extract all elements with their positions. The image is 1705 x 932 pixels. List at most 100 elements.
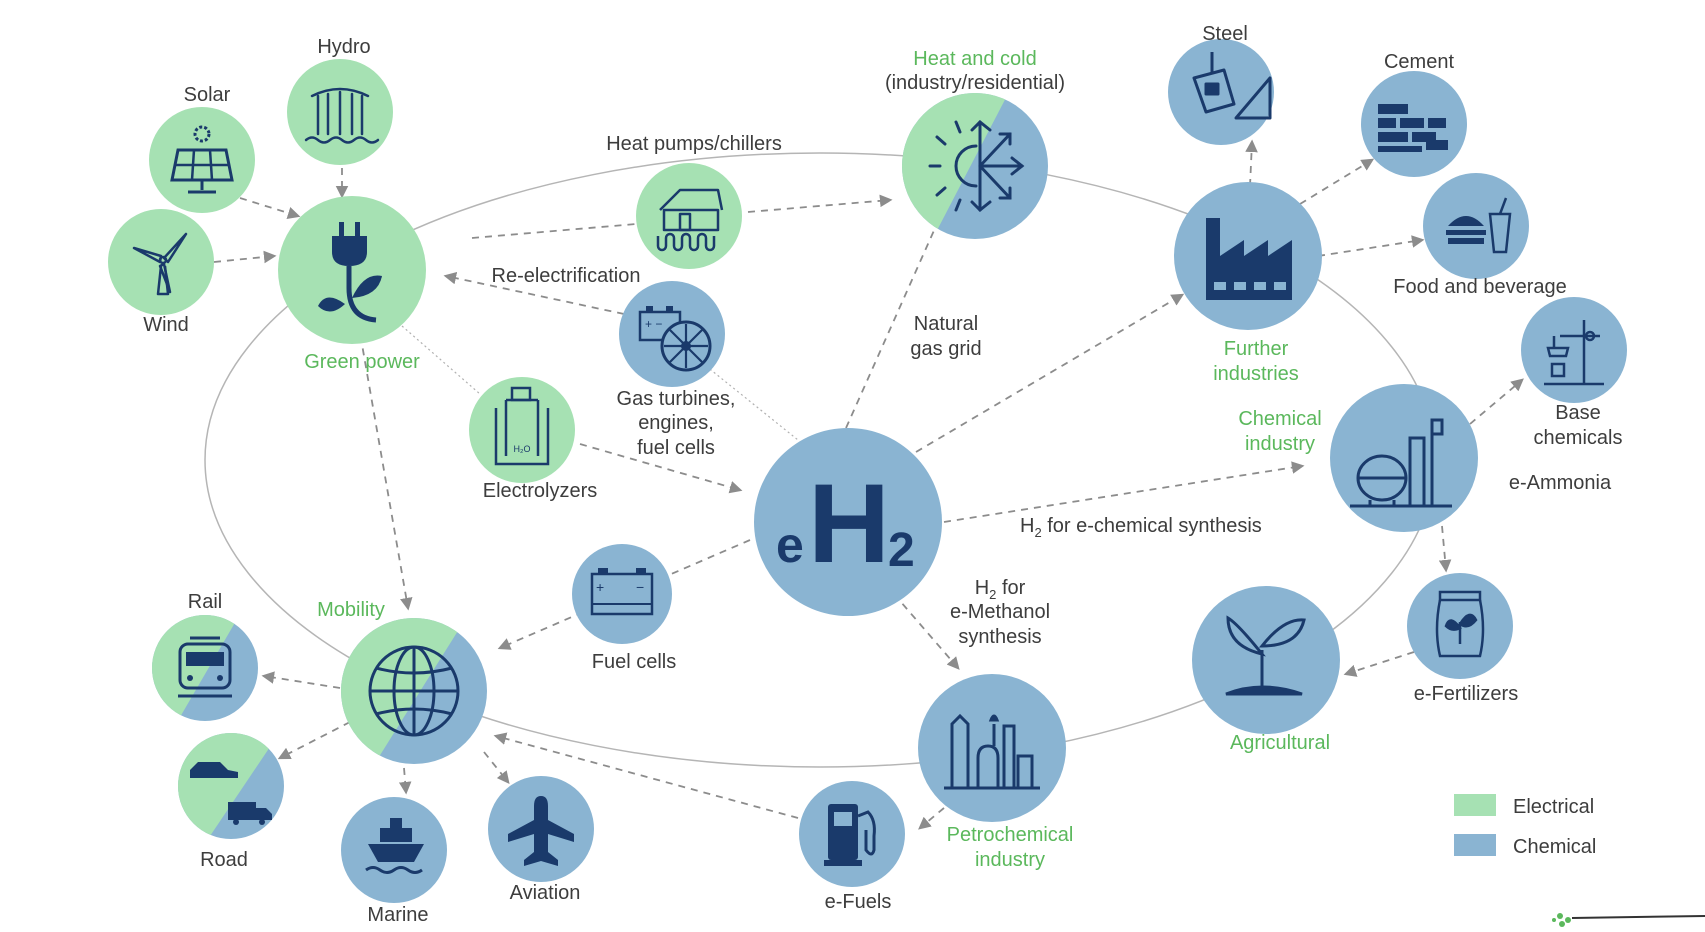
arrow-chemical-fertilizers — [1438, 525, 1452, 573]
arrow-mobility-road — [277, 721, 351, 760]
electrolyzer-icon-text: H₂O — [514, 444, 531, 454]
wind-label: Wind — [143, 314, 189, 336]
further-industries-label-line1: Further — [1224, 338, 1289, 360]
arrow-industries-food — [1317, 235, 1425, 257]
svg-text:+ −: + − — [645, 317, 662, 331]
node-eh2: e H 2 — [754, 428, 942, 616]
eh2-main: H — [808, 461, 890, 586]
heat-cold-label-line1: Heat and cold — [913, 48, 1036, 70]
re-electrification-label: Re-electrification — [492, 265, 641, 287]
petrochemical-label-line2: industry — [975, 849, 1045, 871]
electrolyzers-circle — [469, 377, 575, 483]
node-road: Road — [178, 733, 284, 871]
e-fuels-label: e-Fuels — [825, 891, 892, 913]
arrow-solar-green — [239, 197, 301, 220]
node-marine: Marine — [341, 797, 447, 926]
node-hydro: Hydro — [287, 36, 393, 165]
burger-drink-icon — [1446, 197, 1512, 254]
node-gas-turbines: + − Re-electrification Gas turbines, eng… — [492, 265, 736, 459]
legend-label-chemical: Chemical — [1513, 836, 1596, 858]
e-fertilizers-label: e-Fertilizers — [1414, 683, 1518, 705]
chemical-industry-label-line2: industry — [1245, 433, 1315, 455]
arrow-h2-petrochemical — [893, 593, 960, 670]
gas-turbines-label-line2: engines, — [638, 412, 714, 434]
hydro-label: Hydro — [317, 36, 370, 58]
ship-icon — [365, 818, 424, 874]
road-label: Road — [200, 849, 248, 871]
green-power-circle — [278, 196, 426, 344]
base-chemicals-circle — [1521, 297, 1627, 403]
node-electrolyzers: H₂O Electrolyzers — [469, 377, 597, 502]
food-label: Food and beverage — [1393, 276, 1566, 298]
cement-label: Cement — [1384, 51, 1454, 73]
chemical-industry-label-line1: Chemical — [1238, 408, 1321, 430]
globe-icon — [368, 645, 460, 737]
h2-chem-rest: for e-chemical synthesis — [1042, 515, 1262, 537]
node-solar: Solar — [149, 84, 255, 213]
sprout-icon — [1225, 615, 1306, 696]
marine-label: Marine — [367, 904, 428, 926]
svg-text:+: + — [596, 579, 604, 595]
arrow-mobility-aviation — [483, 751, 510, 784]
eh2-circle — [754, 428, 942, 616]
electrolyzers-label: Electrolyzers — [483, 480, 597, 502]
battery-icon: + − — [590, 568, 654, 616]
node-wind: Wind — [108, 209, 214, 336]
heat-cold-label-line2: (industry/residential) — [885, 72, 1065, 94]
arrow-green-heatpumps — [471, 223, 637, 239]
factory-icon — [1206, 218, 1292, 300]
house-heat-pump-icon — [656, 188, 724, 252]
green-power-label: Green power — [304, 351, 420, 373]
fertilizer-bag-icon — [1435, 590, 1485, 658]
legend-swatch-chemical — [1454, 834, 1496, 856]
plug-leaf-icon — [318, 222, 382, 323]
h2-meth-line2: e-Methanol — [950, 601, 1050, 623]
legend-swatch-electrical — [1454, 794, 1496, 816]
eh2-sub: 2 — [888, 524, 915, 577]
agricultural-circle — [1192, 586, 1340, 734]
mobility-label: Mobility — [317, 599, 385, 621]
dotted-connectors — [401, 325, 799, 441]
refinery-icon — [944, 713, 1040, 790]
airplane-icon — [508, 796, 574, 866]
rail-label: Rail — [188, 591, 222, 613]
steel-label: Steel — [1202, 23, 1248, 45]
sun-snowflake-icon — [928, 119, 1025, 213]
waterfall-icon — [304, 87, 380, 144]
arrow-wind-green — [213, 250, 277, 264]
car-truck-icon — [190, 762, 272, 825]
node-petrochemical: Petrochemical industry — [918, 674, 1073, 871]
agricultural-label: Agricultural — [1230, 732, 1330, 754]
chemical-plant-icon — [1350, 418, 1452, 508]
arrow-petrochemical-efuels — [918, 807, 945, 830]
gas-turbines-label-line3: fuel cells — [637, 437, 715, 459]
arrow-green-mobility — [355, 309, 413, 611]
eh2-prefix: e — [776, 517, 804, 573]
legend-label-electrical: Electrical — [1513, 796, 1594, 818]
node-base-chemicals: Base chemicals — [1521, 297, 1627, 449]
arrow-mobility-marine — [398, 767, 412, 795]
natural-gas-label-line2: gas grid — [910, 338, 981, 360]
fuel-pump-icon — [824, 804, 876, 866]
node-rail: Rail — [152, 591, 258, 721]
connector-green-electrolyzers — [401, 325, 481, 395]
arrow-industries-steel — [1245, 139, 1258, 187]
natural-gas-label-line1: Natural — [914, 313, 978, 335]
node-green-power: Green power — [278, 196, 426, 373]
electrolyzer-icon — [494, 386, 550, 466]
node-agricultural: Agricultural — [1192, 586, 1340, 754]
h2-methanol-label: H2 for e-Methanol synthesis — [950, 577, 1050, 648]
fuel-cells-circle — [572, 544, 672, 644]
lab-flask-icon — [1544, 320, 1604, 386]
legend: Electrical Chemical — [1454, 794, 1596, 858]
arrow-h2-heat — [845, 225, 937, 429]
brand-mark — [1552, 913, 1705, 927]
node-mobility: Mobility — [317, 599, 487, 764]
fuel-cells-label: Fuel cells — [592, 651, 676, 673]
arrow-electrolyzers-h2 — [579, 443, 743, 494]
node-aviation: Aviation — [488, 776, 594, 904]
e-ammonia-label: e-Ammonia — [1509, 472, 1612, 494]
node-steel: Steel — [1168, 23, 1274, 145]
